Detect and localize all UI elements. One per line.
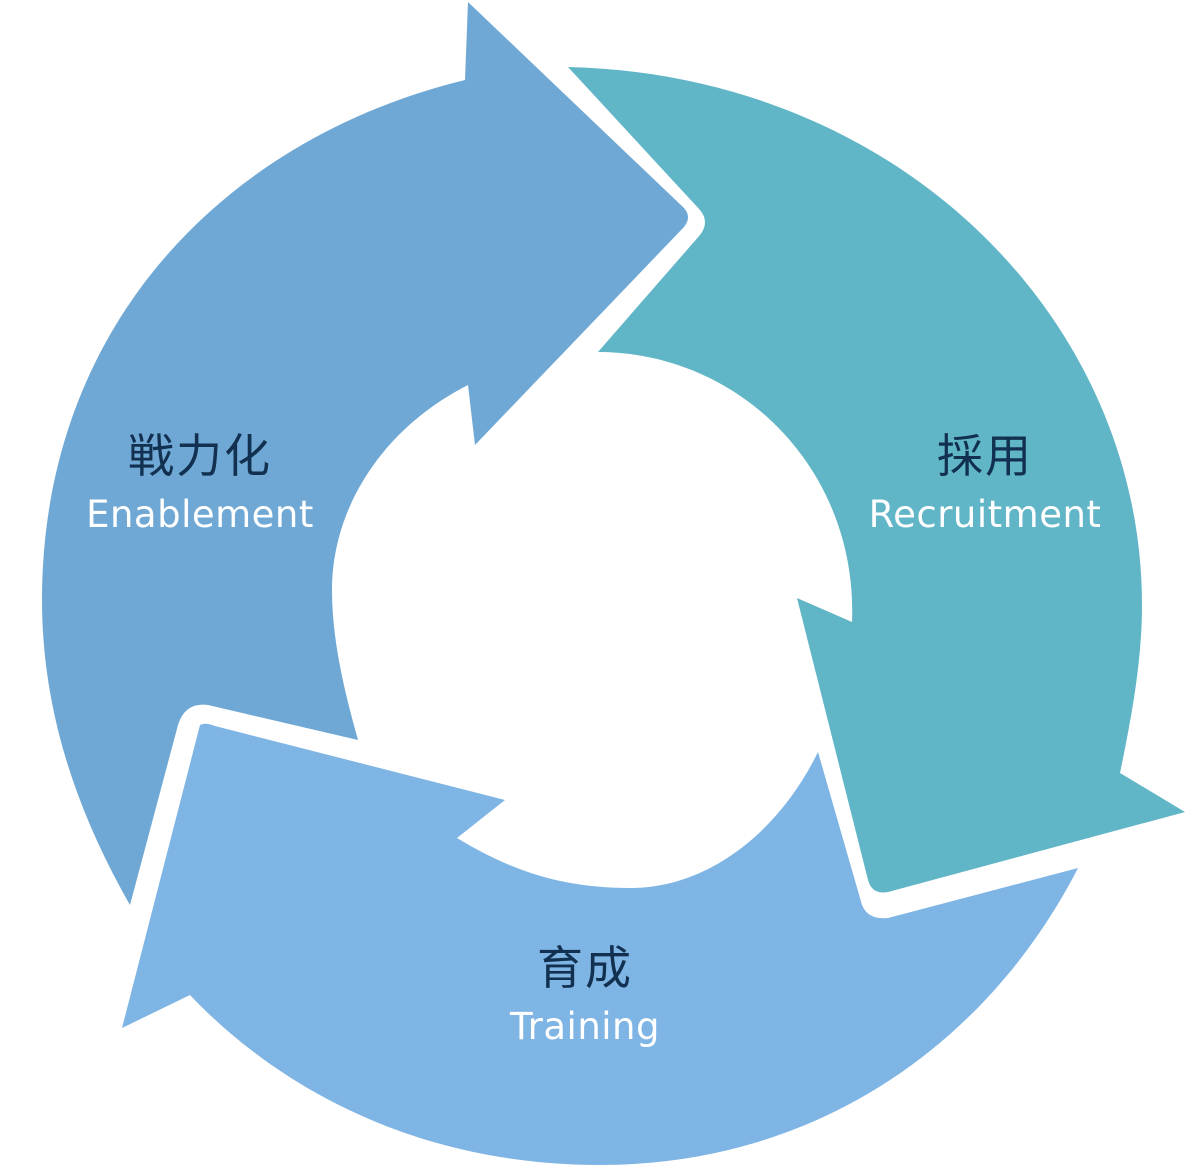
stage-label-recruitment: 採用 Recruitment [845,428,1125,540]
stage-title-en: Recruitment [868,493,1102,536]
stage-label-training: 育成 Training [455,940,715,1052]
stage-label-enablement: 戦力化 Enablement [60,428,340,540]
enablement-arrow [42,2,688,905]
training-arrow [122,723,1078,1165]
stage-title-jp: 採用 [937,429,1033,483]
stage-title-en: Training [510,1005,660,1048]
stage-title-jp: 戦力化 [128,429,272,483]
stage-title-jp: 育成 [537,941,633,995]
stage-title-en: Enablement [86,493,314,536]
recruitment-arrow [568,67,1185,893]
